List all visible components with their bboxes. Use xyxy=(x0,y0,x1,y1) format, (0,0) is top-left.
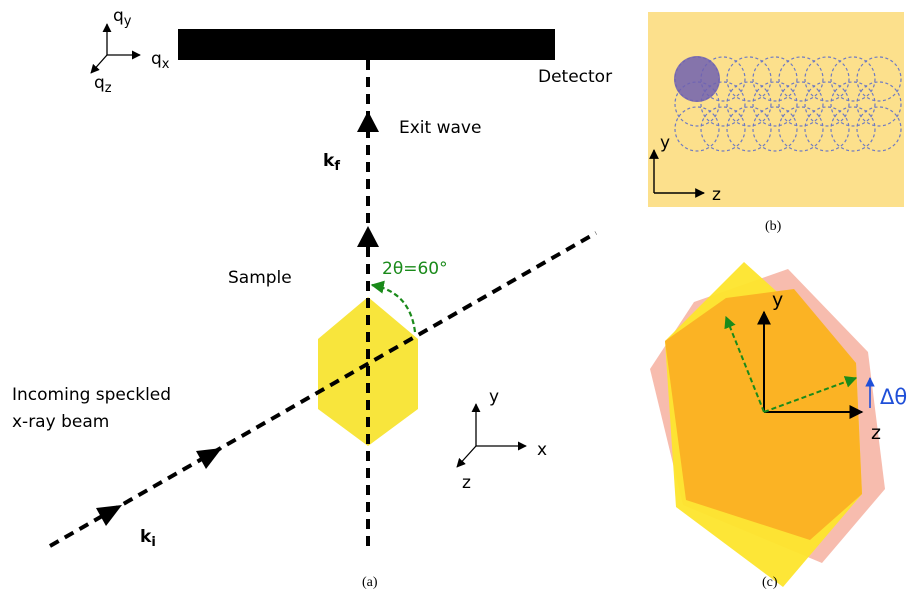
probe-beam-spot xyxy=(674,56,720,102)
scattering-angle-label: 2θ=60° xyxy=(382,259,448,279)
exit-wave-label: Exit wave xyxy=(399,118,481,138)
overlap-region xyxy=(665,289,862,540)
q-axes xyxy=(90,23,141,74)
incoming-arrow-upper xyxy=(196,448,222,469)
scattering-angle-arc xyxy=(370,280,417,333)
panel-c-z-label: z xyxy=(871,422,881,444)
detector-bar xyxy=(178,29,555,60)
caption-c: (c) xyxy=(762,575,778,590)
panel-c-axes xyxy=(757,310,864,419)
panel-a: Detector qy qx qz Sample Exit wave kf ki… xyxy=(12,6,612,590)
sample-label: Sample xyxy=(228,268,292,288)
real-space-axes xyxy=(456,403,527,468)
rotation-label: Δθ xyxy=(880,385,907,409)
scan-background xyxy=(648,12,904,207)
scan-positions xyxy=(674,56,902,152)
incoming-arrow-lower xyxy=(96,505,122,526)
ki-label: ki xyxy=(140,527,156,550)
reciprocal-vectors xyxy=(724,315,858,413)
detector-label: Detector xyxy=(538,67,612,87)
panel-b-z-label: z xyxy=(712,185,721,205)
exit-arrow-upper xyxy=(357,111,379,132)
kf-label: kf xyxy=(323,151,340,174)
incoming-beam-label: Incoming speckled x-ray beam xyxy=(12,385,176,432)
qx-label: qx xyxy=(151,49,170,72)
axis-x-label: x xyxy=(537,440,547,460)
qy-label: qy xyxy=(113,6,132,29)
exit-arrow-lower xyxy=(357,226,379,247)
panel-c: y z Δθ (c) xyxy=(650,262,907,590)
panel-b-y-label: y xyxy=(660,133,670,153)
qz-label: qz xyxy=(94,73,112,96)
panel-c-y-label: y xyxy=(772,289,783,311)
panel-b-axes xyxy=(649,149,705,198)
panel-b: y z (b) xyxy=(648,12,904,234)
caption-a: (a) xyxy=(362,575,378,590)
caption-b: (b) xyxy=(765,219,782,234)
axis-y-label: y xyxy=(489,387,499,407)
axis-z-label: z xyxy=(462,473,471,493)
incoming-beam xyxy=(49,231,597,548)
